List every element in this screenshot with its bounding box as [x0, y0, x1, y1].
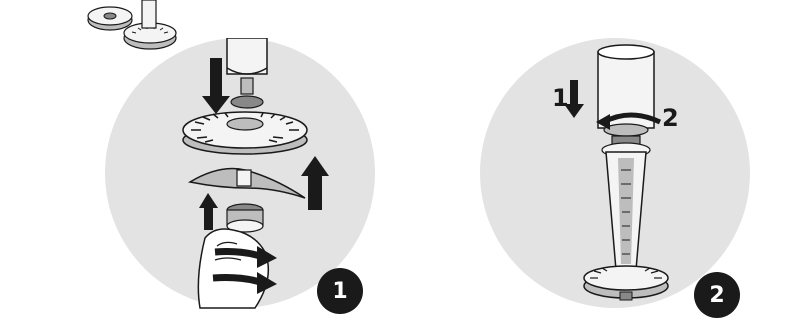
step-2-panel: 1 2 2 [480, 38, 750, 321]
twist-label: 2 [662, 104, 679, 132]
step-1-number-badge: 1 [317, 268, 363, 314]
step-1-panel: 1 [105, 38, 375, 321]
push-down-label: 1 [552, 84, 569, 112]
step-2-number-badge: 2 [694, 272, 740, 318]
up-arrow-icon [199, 156, 329, 230]
down-arrow-icon [202, 58, 230, 114]
